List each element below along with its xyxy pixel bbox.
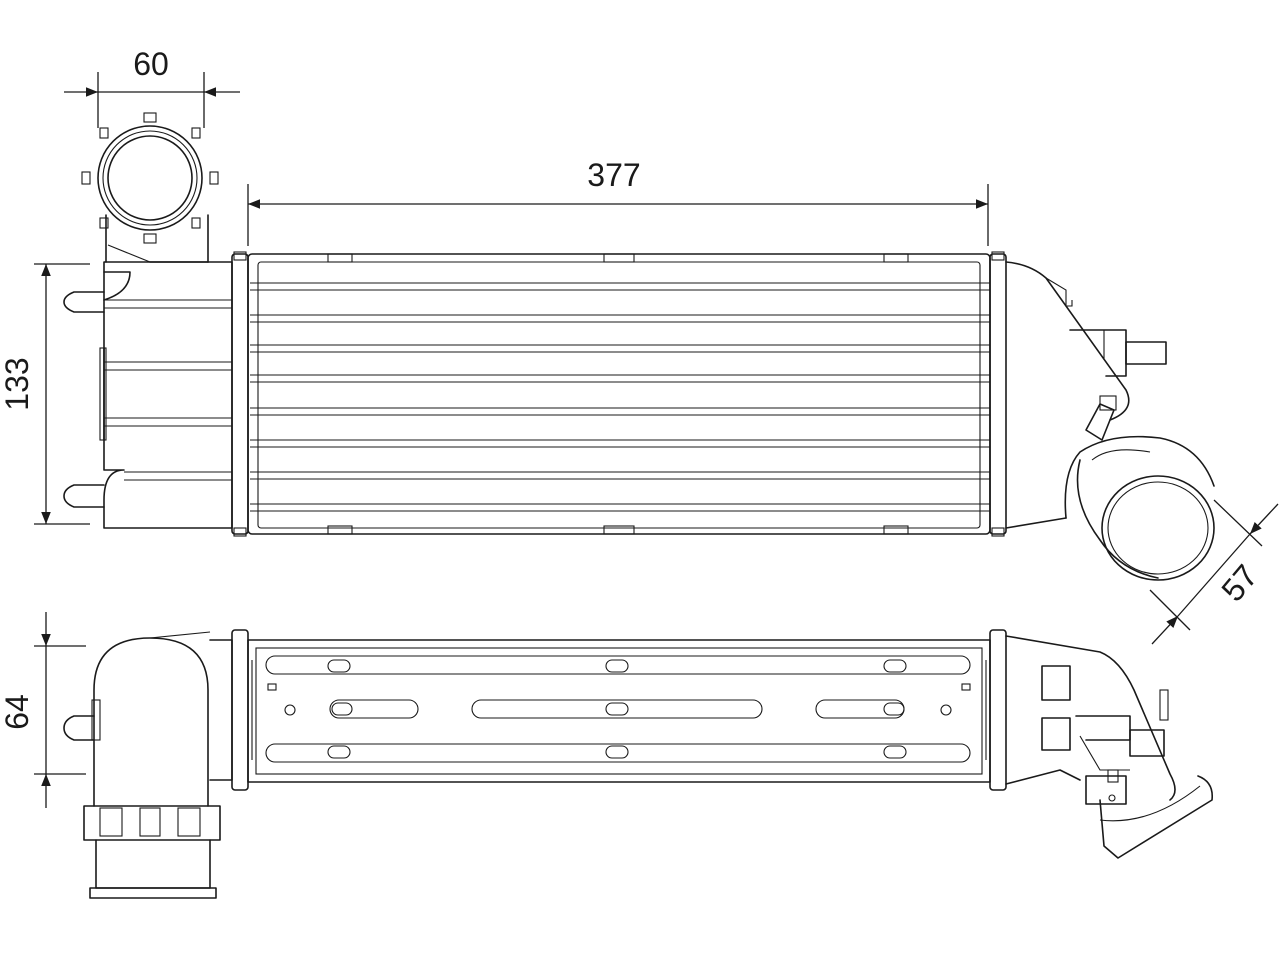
inlet-pipe-front [81,112,219,244]
core-tubes [250,282,990,512]
front-view [63,112,1215,581]
core-front [231,251,1007,537]
dim-core-length: 377 [587,157,640,193]
dim-inlet-width: 60 [133,46,169,82]
right-tank-front [1005,261,1167,529]
dim-core-height: 133 [0,357,35,410]
right-tank-plan [1005,635,1214,859]
core-plan [231,629,1007,791]
dim-core-depth: 64 [0,694,35,730]
dimension-labels: 60 377 133 64 57 [0,46,1265,730]
plan-view [63,629,1214,899]
left-tank-front [63,214,233,529]
left-tank-plan [63,631,233,899]
dimension-lines [34,72,1279,808]
outlet-pipe-front [1064,435,1215,581]
